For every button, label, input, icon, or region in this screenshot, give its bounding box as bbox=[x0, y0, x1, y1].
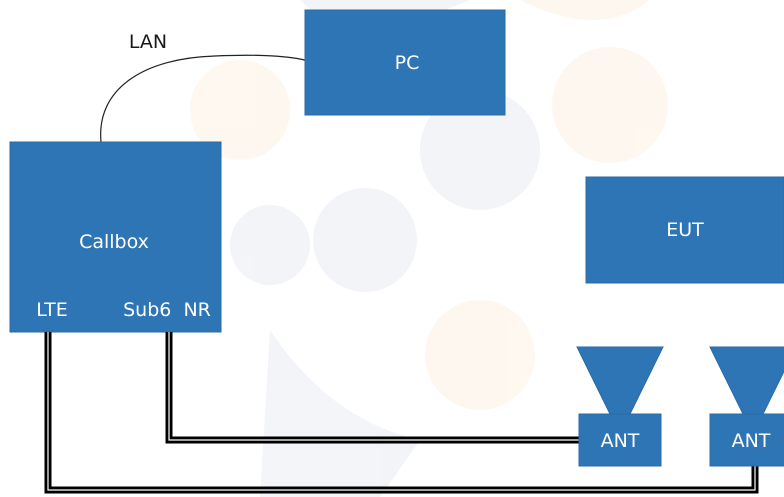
pc-label: PC bbox=[395, 52, 420, 74]
eut-label: EUT bbox=[666, 219, 704, 241]
lan-label: LAN bbox=[129, 31, 167, 53]
callbox-label: Callbox bbox=[79, 231, 149, 253]
callbox-block bbox=[9, 141, 222, 333]
sub6-nr-port-label: Sub6 NR bbox=[123, 299, 211, 321]
antenna-2-block bbox=[709, 413, 784, 467]
lte-port-label: LTE bbox=[36, 299, 68, 321]
lte-cable bbox=[44, 332, 759, 494]
pc-block bbox=[304, 9, 506, 116]
antenna-1-horn bbox=[576, 346, 664, 415]
antenna-1-label: ANT bbox=[601, 430, 640, 452]
antenna-2-horn bbox=[709, 346, 784, 415]
eut-block bbox=[585, 176, 784, 284]
antenna-1-block bbox=[578, 413, 662, 467]
lan-cable bbox=[100, 54, 309, 143]
antenna-2-label: ANT bbox=[732, 430, 771, 452]
sub6-nr-cable bbox=[165, 332, 579, 444]
